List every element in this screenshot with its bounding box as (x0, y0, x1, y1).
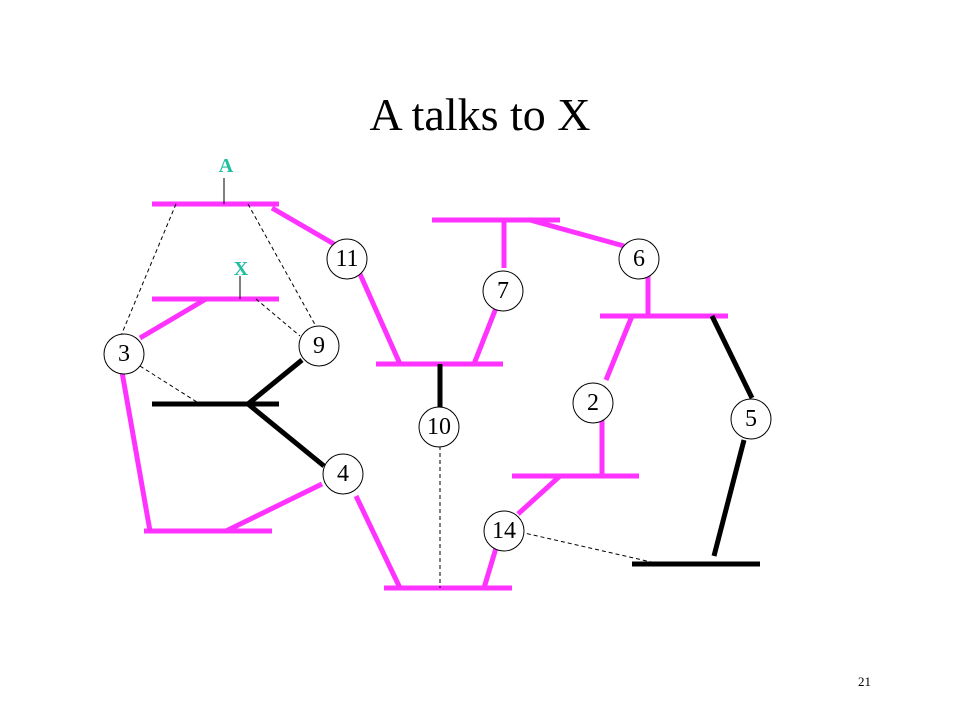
bridge-label: 7 (497, 278, 509, 304)
link-5-right (709, 314, 755, 400)
bridge-9: 9 (298, 325, 340, 367)
bridge-label: 10 (427, 414, 451, 440)
link-topcenter-6 (529, 217, 625, 249)
bridge-6: 6 (618, 238, 660, 280)
bridge-label: 3 (118, 341, 130, 367)
bridge-10: 10 (418, 406, 460, 448)
bridge-2: 2 (572, 382, 614, 424)
bridge-label: 5 (745, 406, 757, 432)
bridge-label: 2 (587, 390, 599, 416)
host-x-label: X (234, 258, 249, 280)
link-5-bottomright (711, 439, 747, 557)
link-4-left (246, 402, 326, 468)
bridge-5: 5 (730, 398, 772, 440)
dashed-a-9 (247, 203, 319, 331)
link-lowerright-14 (516, 474, 562, 516)
bridge-7: 7 (482, 270, 524, 312)
slide-title: A talks to X (369, 89, 591, 140)
dashed-14-bottomright (519, 531, 661, 565)
dashed-x-9 (255, 298, 301, 337)
link-right-2 (603, 315, 635, 381)
link-a-11 (270, 205, 336, 247)
link-3-x (138, 296, 208, 341)
bridge-14: 14 (483, 510, 525, 552)
bridge-4: 4 (322, 453, 364, 495)
link-4-bottomleft (224, 481, 324, 534)
link-9-left (246, 358, 304, 406)
dashed-a-3 (119, 203, 177, 339)
link-14-bottomcenter (481, 547, 499, 589)
dashed-3-left (139, 365, 201, 405)
host-a-label: A (219, 155, 234, 177)
bridge-label: 4 (337, 461, 349, 487)
link-3-bottomleft (119, 371, 153, 532)
link-4-bottomcenter (353, 494, 403, 590)
bridge-label: 6 (633, 246, 645, 272)
link-11-center (357, 272, 403, 366)
bridge-11: 11 (326, 238, 368, 280)
link-7-center (471, 307, 499, 365)
bridge-label: 9 (313, 333, 325, 359)
bridge-label: 11 (335, 246, 358, 272)
bridge-3: 3 (103, 333, 145, 375)
bridge-label: 14 (492, 518, 516, 544)
page-number: 21 (858, 674, 871, 689)
